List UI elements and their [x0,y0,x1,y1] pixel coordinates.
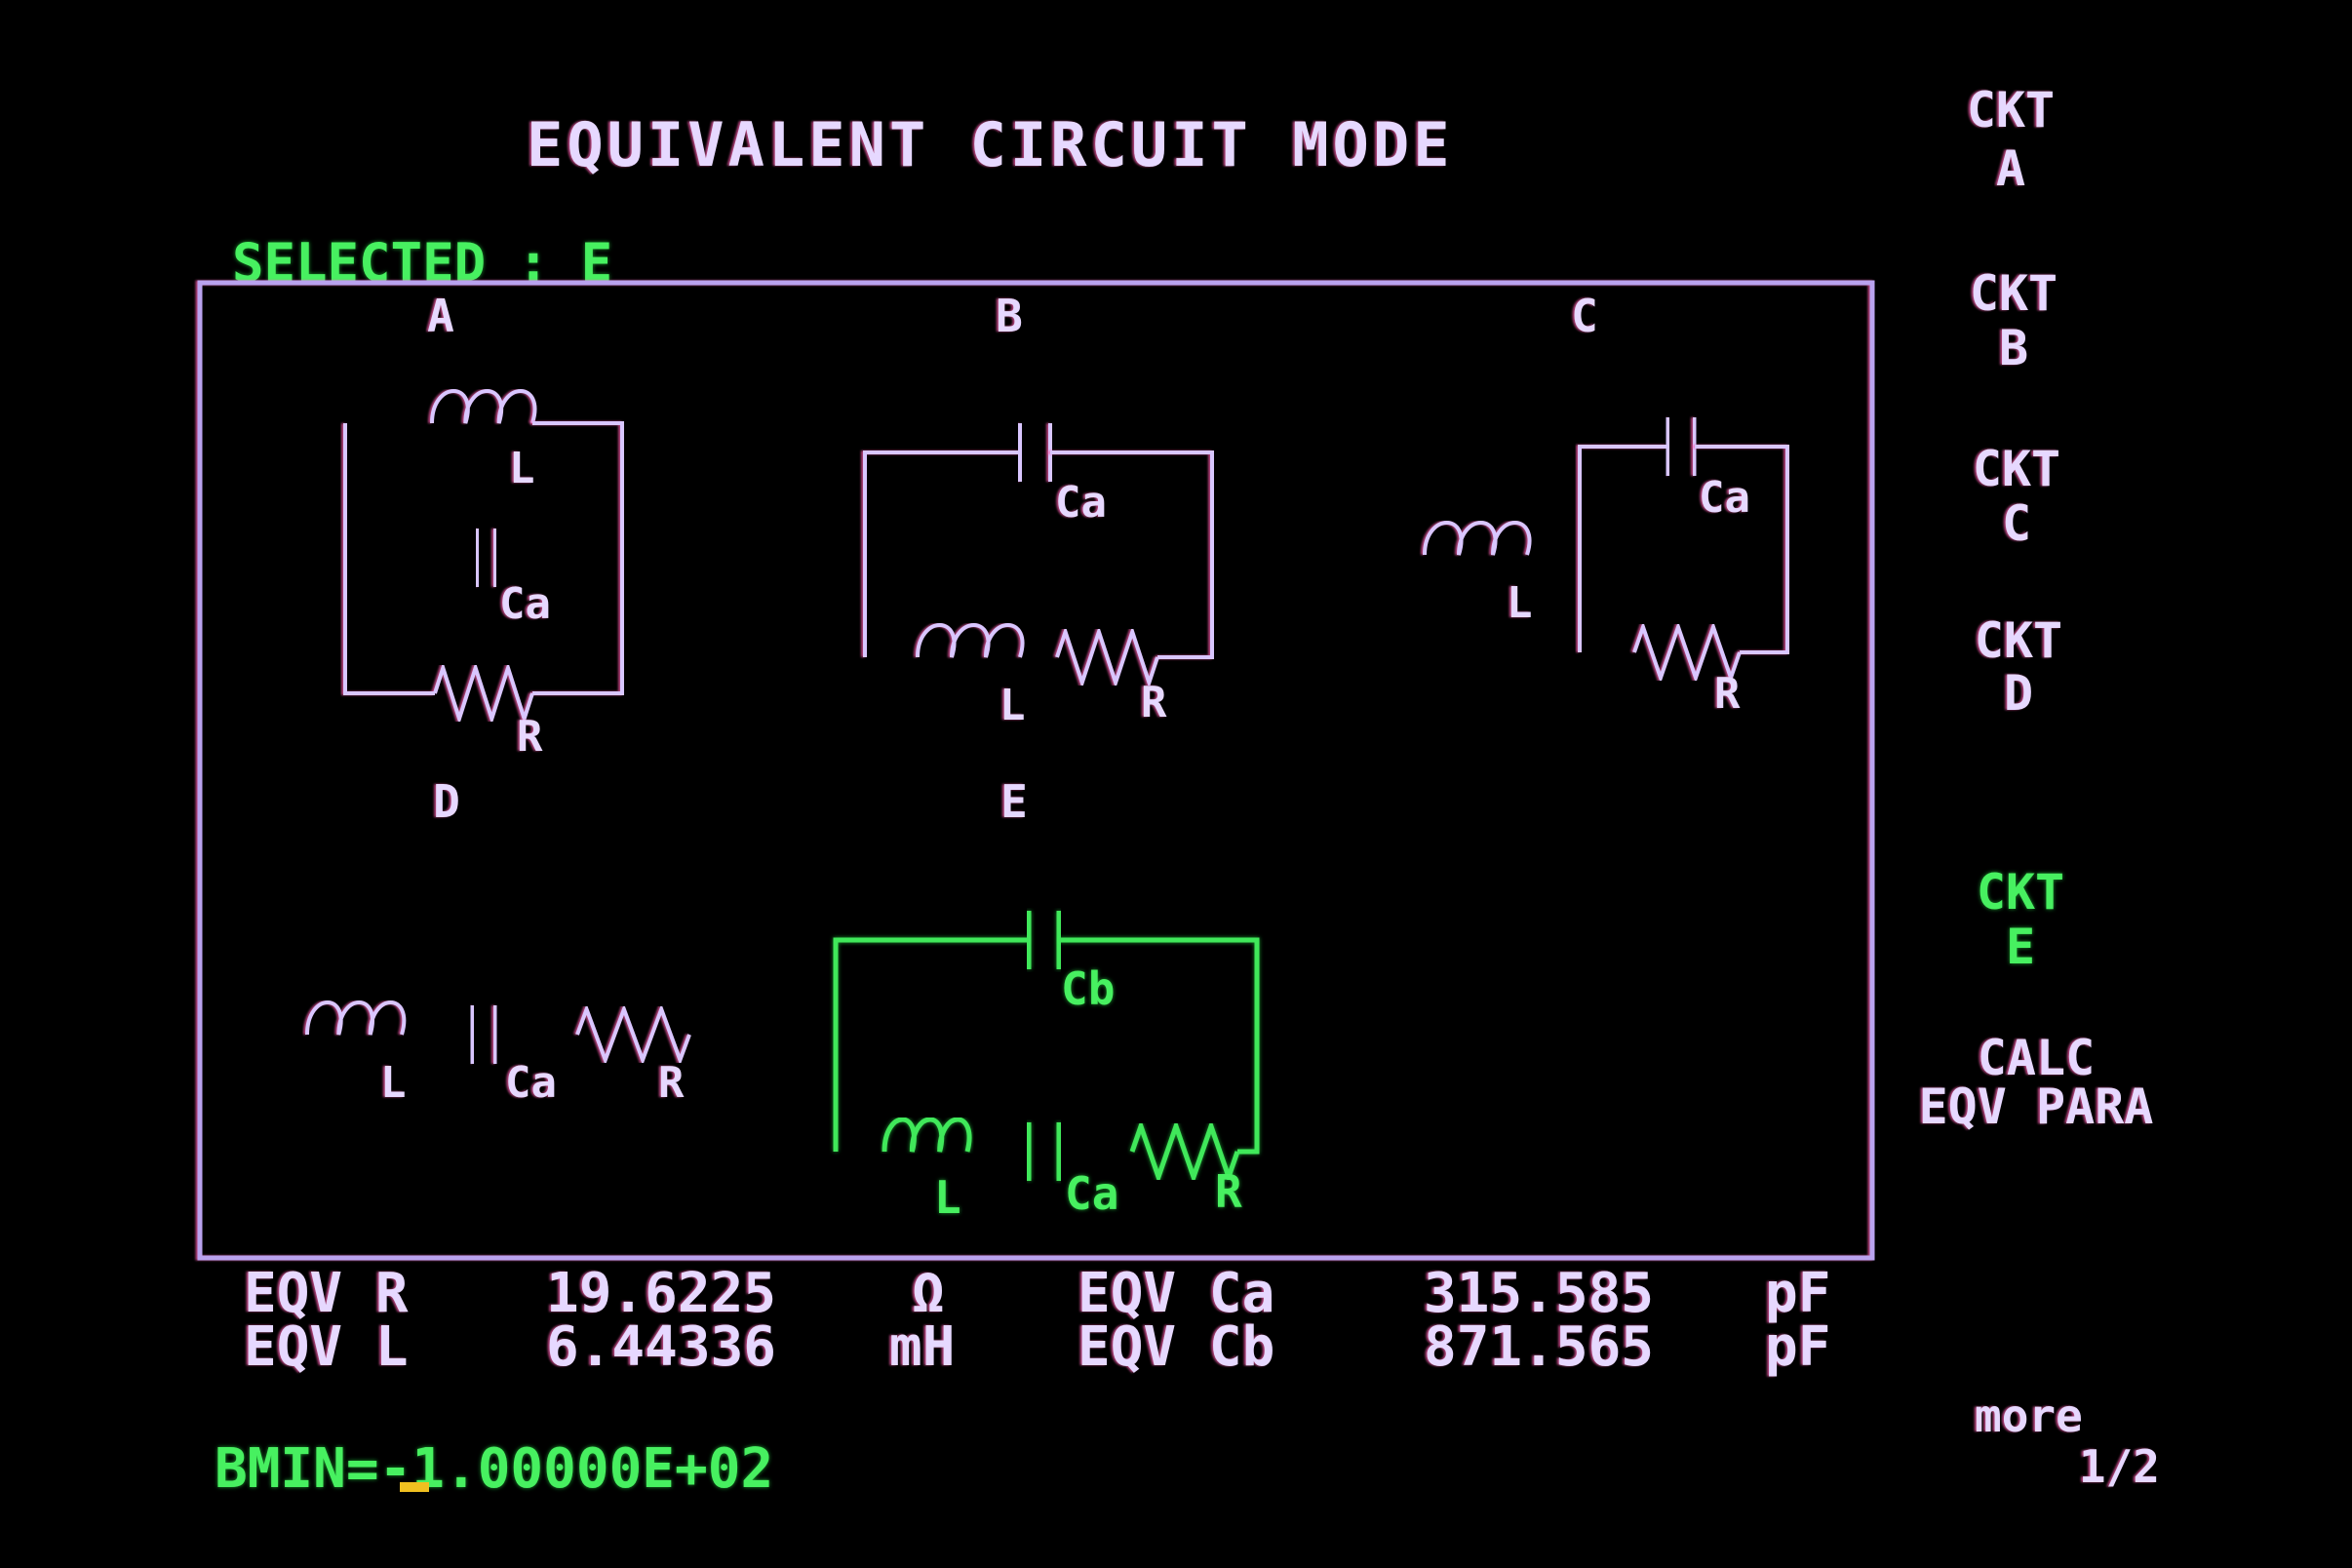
softkey-label: A [1996,140,2025,197]
readout-label: EQV L [244,1315,409,1379]
softkey-label: CKT [1970,265,2058,322]
label-cb: Cb [1061,962,1115,1015]
softkey-label: CKT [1975,612,2062,669]
capacitor-icon [475,529,497,587]
label-r: R [1141,678,1167,727]
resistor-icon [575,1003,691,1066]
inductor-icon [916,623,1025,658]
softkey-label: CALC [1978,1030,2095,1086]
readout-panel: EQV R 19.6225 Ω EQV L 6.44336 mH EQV Ca … [244,1262,1830,1379]
circuit-d-labels: L Ca R [380,1058,685,1108]
softkey-label: more [1975,1390,2083,1442]
entry-line[interactable]: BMIN=-1.00000E+02 [215,1437,773,1501]
resistor-icon [1129,1118,1240,1185]
wire [1059,937,1260,1155]
softkey-label: C [2002,495,2031,552]
circuit-b-labels: Ca L R [1000,478,1167,730]
softkey-label: B [1999,320,2028,376]
softkey-calc-eqv-para[interactable]: CALC EQV PARA [1919,1030,2154,1135]
readout-label: EQV R [244,1262,409,1325]
cell-header-e[interactable]: E [1000,775,1028,828]
readout-unit: pF [1765,1262,1830,1325]
softkey-ckt-d[interactable]: CKT D [1975,612,2062,722]
resistor-icon [1055,625,1159,689]
softkey-label: D [2004,665,2033,722]
cell-header-a[interactable]: A [427,290,454,342]
circuit-diagrams [274,389,1823,1185]
wire [863,451,1020,657]
circuit-a-labels: L Ca R [499,444,551,762]
capacitor-icon [1018,423,1052,482]
label-r: R [1215,1165,1242,1218]
readout-value: 871.565 [1424,1315,1654,1379]
wire [1578,445,1667,652]
readout-label: EQV Ca [1078,1262,1274,1325]
label-r: R [1714,669,1741,719]
wire [343,423,435,695]
inductor-icon [882,1117,972,1153]
capacitor-icon [1026,911,1062,969]
inductor-icon [305,1000,407,1036]
capacitor-icon [1026,1122,1062,1181]
entry-cursor [400,1482,429,1492]
label-ca: Ca [499,579,551,629]
readout-unit: pF [1765,1315,1830,1379]
capacitor-icon [470,1005,497,1064]
circuit-c-labels: L Ca R [1507,473,1750,719]
softkey-more[interactable]: more 1/2 [1975,1390,2160,1493]
capacitor-icon [1666,417,1697,476]
label-r: R [517,712,543,762]
cell-header-c[interactable]: C [1571,290,1598,342]
softkey-ckt-b[interactable]: CKT B [1970,265,2058,376]
readout-label: EQV Cb [1078,1315,1274,1379]
label-ca: Ca [505,1058,557,1108]
cell-header-b[interactable]: B [996,290,1023,342]
softkey-label: 1/2 [2079,1440,2160,1493]
resistor-icon [1632,620,1742,685]
page-title: EQUIVALENT CIRCUIT MODE [527,109,1454,180]
label-ca: Ca [1055,478,1107,528]
label-l: L [934,1171,961,1224]
softkey-ckt-e[interactable]: CKT E [1977,864,2064,975]
label-l: L [509,444,535,493]
readout-value: 315.585 [1424,1262,1654,1325]
cell-header-d[interactable]: D [433,775,460,828]
circuit-grid: A B C D E [197,280,1875,1261]
resistor-icon [433,661,534,725]
softkey-ckt-c[interactable]: CKT C [1973,441,2060,552]
softkey-label: CKT [1977,864,2064,921]
readout-unit: mH [889,1315,955,1379]
readout-unit: Ω [912,1262,945,1325]
label-ca: Ca [1699,473,1750,523]
label-l: L [1000,681,1026,730]
label-r: R [658,1058,685,1108]
softkey-ckt-a[interactable]: CKT A [1967,82,2055,197]
softkey-label: CKT [1973,441,2060,497]
softkey-label: E [2006,919,2035,975]
wire [833,937,1029,1152]
wire [1050,451,1214,659]
label-ca: Ca [1065,1167,1118,1220]
circuit-e-labels: Cb L Ca R [934,962,1242,1224]
softkey-label: EQV PARA [1919,1078,2154,1135]
inductor-icon [1423,521,1532,556]
inductor-icon [430,389,537,424]
softkey-label: CKT [1967,82,2055,138]
label-l: L [380,1058,407,1108]
readout-value: 19.6225 [546,1262,776,1325]
label-l: L [1507,578,1533,628]
readout-value: 6.44336 [546,1315,776,1379]
